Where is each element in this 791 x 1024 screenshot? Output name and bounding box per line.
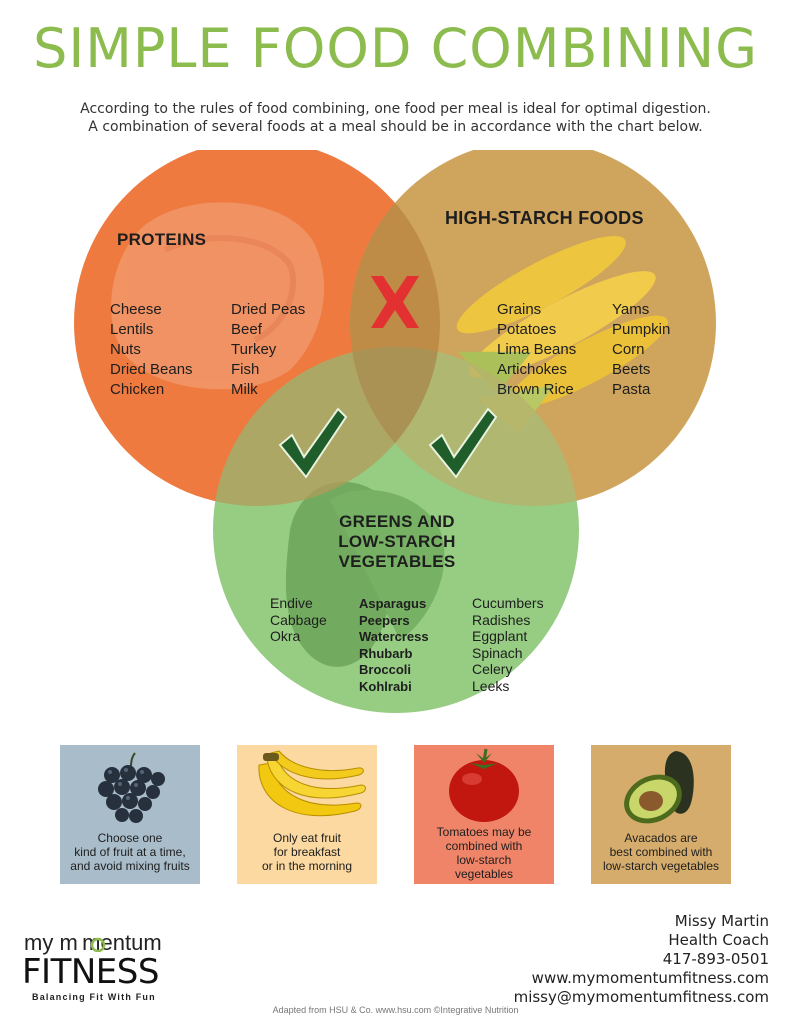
food-item: Chicken: [110, 381, 165, 398]
food-item: Yams: [612, 301, 650, 318]
tip-line: for breakfast: [273, 845, 341, 859]
grapes-icon: [98, 752, 165, 823]
tip-card-banana: Only eat fruit for breakfast or in the m…: [237, 745, 377, 884]
overlap-proteins-greens: [213, 347, 440, 506]
venn-diagram: PROTEINS Cheese Lentils Nuts Dried Beans…: [0, 140, 791, 745]
overlap-starch-greens: [350, 347, 579, 506]
tip-line: Avacados are: [624, 831, 698, 845]
tip-line: and avoid mixing fruits: [70, 859, 190, 873]
contact-role: Health Coach: [668, 931, 769, 949]
tip-line: vegetables: [454, 867, 514, 881]
food-item: Watercress: [359, 629, 429, 644]
tip-line: combined with: [445, 839, 523, 853]
food-item: Lima Beans: [497, 341, 577, 358]
food-item: Turkey: [231, 341, 277, 358]
tomato-icon: [449, 748, 519, 822]
banana-icon: [258, 750, 366, 817]
food-item: Asparagus: [359, 596, 427, 611]
tip-line: kind of fruit at a time,: [74, 845, 186, 859]
tip-line: Tomatoes may be: [436, 825, 532, 839]
ham-illustration: [111, 202, 325, 390]
food-item: Nuts: [110, 341, 141, 358]
venn-circles: [74, 140, 716, 713]
food-item: Cucumbers: [472, 595, 544, 611]
contact-block: Missy Martin Health Coach 417-893-0501 w…: [514, 912, 769, 1007]
food-item: Kohlrabi: [359, 678, 412, 694]
intro-line: According to the rules of food combining…: [80, 101, 711, 117]
logo-tagline: Balancing Fit With Fun: [32, 992, 156, 1002]
food-item: Milk: [231, 381, 258, 398]
food-item: Fish: [231, 361, 260, 378]
food-item: Endive: [270, 595, 313, 611]
avocado-icon: [624, 751, 694, 824]
contact-email[interactable]: missy@mymomentumfitness.com: [513, 988, 769, 1006]
intro-line: A combination of several foods at a meal…: [88, 119, 703, 135]
food-item: Dried Peas: [231, 301, 306, 318]
food-item: Dried Beans: [110, 361, 193, 378]
food-item: Rhubarb: [359, 645, 413, 661]
tip-caption: Tomatoes may be combined with low-starch…: [418, 825, 550, 881]
tip-line: low-starch vegetables: [602, 859, 720, 873]
food-item: Brown Rice: [497, 381, 574, 398]
logo-line2: FITNESS: [22, 952, 159, 992]
intro-text: According to the rules of food combining…: [40, 100, 751, 136]
contact-name: Missy Martin: [674, 912, 769, 930]
food-item: Pasta: [612, 381, 651, 398]
greens-list-col3: Cucumbers Radishes Eggplant Spinach Cele…: [472, 595, 544, 694]
proteins-list-col1: Cheese Lentils Nuts Dried Beans Chicken: [110, 300, 193, 400]
food-item: Celery: [472, 661, 513, 677]
food-item: Cabbage: [270, 611, 327, 628]
food-item: Radishes: [472, 611, 531, 628]
tip-caption: Choose one kind of fruit at a time, and …: [64, 831, 196, 873]
tip-card-avocado: Avacados are best combined with low-star…: [591, 745, 731, 884]
logo-o-icon: [90, 937, 106, 952]
food-item: Grains: [497, 301, 542, 318]
contact-website[interactable]: www.mymomentumfitness.com: [531, 969, 769, 987]
tip-line: low-starch: [456, 853, 512, 867]
greens-list-col1: Endive Cabbage Okra: [270, 595, 327, 645]
food-item: Eggplant: [472, 628, 528, 644]
starch-title: HIGH-STARCH FOODS: [445, 208, 644, 228]
starch-list-col2: Yams Pumpkin Corn Beets Pasta: [612, 300, 670, 400]
spinach-illustration: [285, 481, 445, 667]
cross-icon: [371, 276, 419, 328]
check-icon: [428, 407, 498, 479]
tip-caption: Avacados are best combined with low-star…: [595, 831, 727, 873]
greens-title-line: VEGETABLES: [338, 552, 456, 571]
starch-list-col1: Grains Potatoes Lima Beans Artichokes Br…: [497, 300, 576, 400]
greens-title-line: LOW-STARCH: [338, 532, 456, 551]
credit-line: Adapted from HSU & Co. www.hsu.com ©Inte…: [272, 1005, 519, 1015]
greens-list-col2: Asparagus Peepers Watercress Rhubarb Bro…: [359, 596, 429, 695]
proteins-title: PROTEINS: [117, 230, 207, 249]
food-item: Cheese: [110, 301, 162, 318]
food-item: Corn: [612, 341, 645, 358]
greens-title: GREENS AND LOW-STARCH VEGETABLES: [334, 512, 460, 572]
brand-logo: my m mentum FITNESS Balancing Fit With F…: [22, 930, 197, 1006]
greens-title-line: GREENS AND: [339, 512, 455, 531]
food-item: Potatoes: [497, 321, 557, 338]
tip-caption: Only eat fruit for breakfast or in the m…: [241, 831, 373, 873]
food-item: Pumpkin: [612, 321, 671, 338]
tip-card-tomato: Tomatoes may be combined with low-starch…: [414, 745, 554, 884]
contact-phone: 417-893-0501: [662, 950, 769, 968]
corn-illustration: [456, 236, 668, 433]
food-item: Spinach: [472, 644, 523, 661]
tip-line: or in the morning: [261, 859, 353, 873]
food-item: Okra: [270, 628, 301, 644]
food-item: Lentils: [110, 321, 154, 338]
food-item: Beets: [612, 361, 651, 378]
food-item: Peepers: [359, 612, 410, 628]
tip-line: Choose one: [97, 831, 163, 845]
tip-card-grapes: Choose one kind of fruit at a time, and …: [60, 745, 200, 884]
proteins-list-col2: Dried Peas Beef Turkey Fish Milk: [231, 300, 305, 400]
tip-line: best combined with: [609, 845, 713, 859]
tip-line: Only eat fruit: [272, 831, 342, 845]
food-item: Broccoli: [359, 662, 412, 677]
food-item: Artichokes: [497, 361, 568, 378]
food-item: Beef: [231, 321, 262, 338]
food-item: Leeks: [472, 677, 510, 694]
check-icon: [278, 407, 348, 479]
page-title: SIMPLE FOOD COMBINING: [33, 17, 758, 80]
